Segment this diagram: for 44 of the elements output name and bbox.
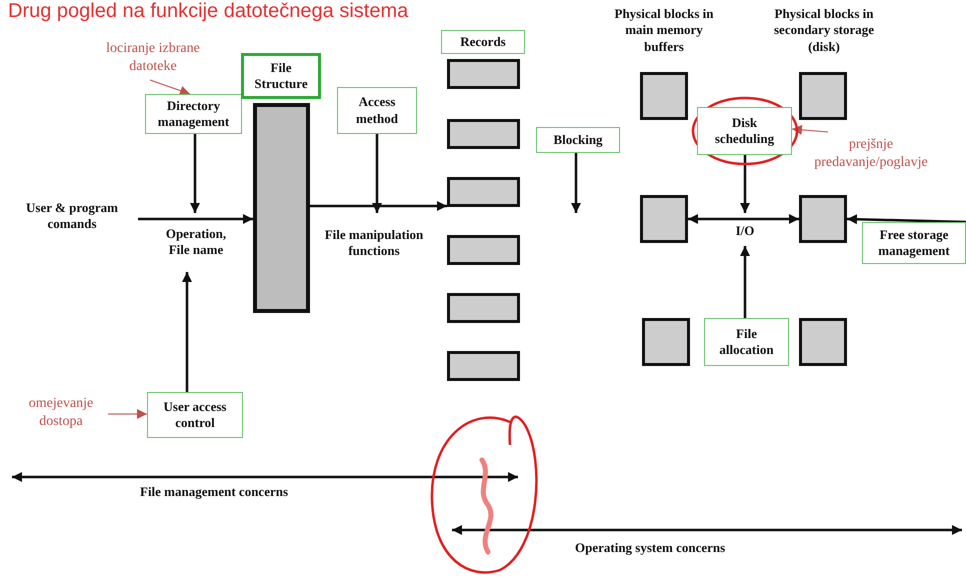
- process-box: Access method: [337, 87, 417, 134]
- block-shape: [799, 318, 847, 366]
- block-shape: [799, 72, 847, 120]
- block-shape: [447, 235, 520, 265]
- arrow: [138, 214, 253, 224]
- input-text: User & program comands: [6, 196, 138, 236]
- arrow: [372, 134, 382, 213]
- process-box: Free storage management: [862, 222, 966, 264]
- block-shape: [447, 119, 520, 149]
- annotation-note: omejevanje dostopa: [14, 392, 108, 434]
- leader-arrow: [150, 80, 190, 96]
- span-label: Operating system concerns: [575, 540, 726, 556]
- arrow: [740, 155, 750, 213]
- block-shape: [799, 195, 847, 243]
- arrow: [190, 134, 200, 213]
- structure-bar: [253, 103, 310, 313]
- arrow: [182, 272, 192, 392]
- block-shape: [447, 177, 520, 207]
- block-caption: Physical blocks in secondary storage (disk): [772, 6, 875, 55]
- block-shape: [640, 72, 688, 120]
- block-shape: [447, 351, 520, 381]
- arrow: [571, 153, 581, 213]
- process-box: Disk scheduling: [697, 107, 792, 155]
- process-box: Records: [441, 30, 525, 54]
- span-label: File management concerns: [140, 484, 288, 500]
- process-box: Blocking: [536, 127, 620, 153]
- process-box: File Structure: [241, 53, 321, 99]
- arrow: [310, 201, 447, 211]
- leader-arrow: [108, 409, 148, 419]
- process-box: File allocation: [704, 318, 789, 366]
- block-shape: [640, 195, 688, 243]
- block-caption: Physical blocks in main memory buffers: [614, 6, 714, 55]
- block-shape: [447, 59, 520, 89]
- leader-arrow: [792, 124, 828, 135]
- annotation-note: lociranje izbrane datoteke: [86, 36, 220, 80]
- block-shape: [447, 293, 520, 323]
- arrow: [740, 246, 750, 318]
- annotation-note: prejšnje predavanje/poglavje: [796, 132, 946, 176]
- block-shape: [642, 318, 690, 366]
- arrow: [688, 214, 799, 224]
- process-box: Directory management: [145, 94, 242, 134]
- title: Drug pogled na funkcije datotečnega sistema: [8, 0, 408, 23]
- process-box: User access control: [147, 392, 243, 438]
- arrow: [846, 214, 966, 224]
